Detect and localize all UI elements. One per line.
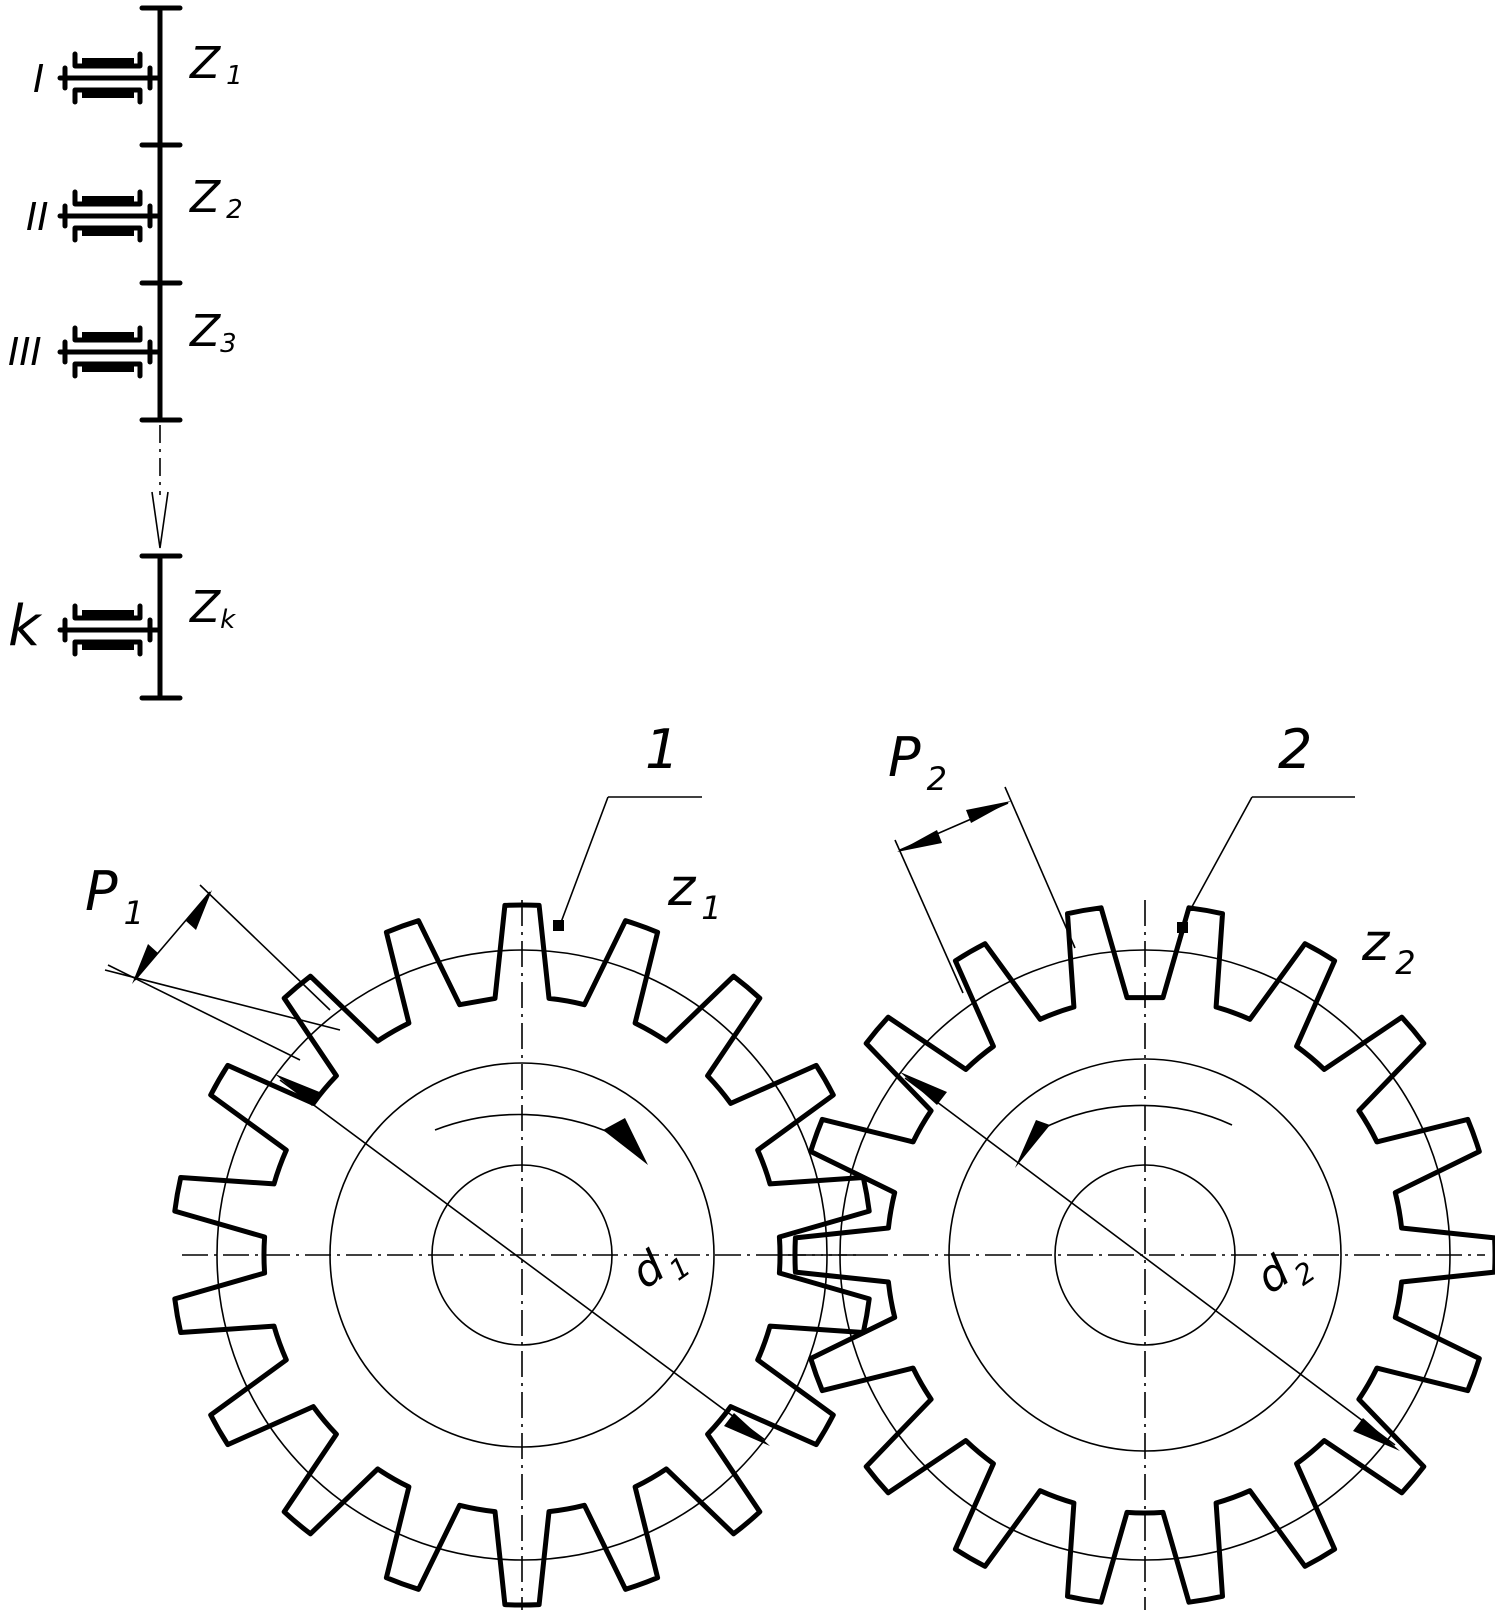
- bearing-symbol-1: [57, 189, 163, 243]
- gear-1-pitch-ext-line-a: [199, 884, 331, 1011]
- gear-1-diameter-line: [279, 1079, 766, 1441]
- shaft-label-2: II: [26, 195, 48, 239]
- bearing-top-0: [72, 51, 143, 69]
- bearing-hatch-bottom-2: [82, 366, 134, 372]
- gear-label-z3: Z3: [189, 306, 237, 359]
- gear-2-callout-dot: [1177, 922, 1188, 933]
- train-continuation-arrow: [151, 491, 169, 549]
- gear-2-pitch-arrow-b: [966, 801, 1011, 823]
- gear-1-teeth-outline: [172, 902, 872, 1608]
- gear-1-pitch-ext-line-b: [107, 964, 301, 1061]
- bearing-hatch-top-1: [82, 196, 134, 202]
- bearing-hatch-top-2: [82, 332, 134, 338]
- bearing-bottom-0: [72, 87, 143, 105]
- gear-1-rotation-arrowhead: [603, 1118, 648, 1165]
- gear-2-rotation-arc: [1039, 1104, 1233, 1131]
- gear-2-diameter-line: [904, 1077, 1396, 1446]
- shaft-label-k: k: [8, 594, 43, 659]
- bearing-symbol-3: [57, 603, 163, 657]
- bearing-bottom-2: [72, 361, 143, 379]
- gear-2-diameter-arrow-start: [900, 1072, 947, 1105]
- bearing-top-1: [72, 189, 143, 207]
- gear-2-pitch-ext-line-a: [894, 839, 964, 994]
- gear-1-diameter-label: d1: [622, 1229, 697, 1306]
- bearing-bottom-3: [72, 639, 143, 657]
- bearing-hatch-bottom-3: [82, 644, 134, 650]
- gear-2-diameter-arrow-end: [1353, 1418, 1400, 1451]
- bearing-symbol-2: [57, 325, 163, 379]
- bearing-top-2: [72, 325, 143, 343]
- bearing-hatch-top-0: [82, 58, 134, 64]
- gear-label-zk: Zk: [189, 582, 236, 635]
- gear-1-rotation-arc: [434, 1113, 616, 1136]
- bearing-symbol-0: [57, 51, 163, 105]
- gear-1-pitch-arrow-a: [132, 944, 158, 984]
- gear-1-diameter-arrow-start: [275, 1074, 322, 1106]
- gear-2-diameter-label: d2: [1247, 1234, 1322, 1311]
- bearing-hatch-top-3: [82, 610, 134, 616]
- shaft-label-3: III: [8, 330, 42, 374]
- gear-2-rotation-arrowhead: [1015, 1120, 1050, 1168]
- shaft-label-1: I: [33, 57, 44, 101]
- gear-2-pitch-arrow-a: [897, 830, 942, 852]
- gear-2-pitch-ext-line-b: [1004, 786, 1076, 949]
- gear-1-diameter-arrow-end: [724, 1413, 770, 1446]
- bearing-hatch-bottom-1: [82, 230, 134, 236]
- gear-1-callout-leader: [559, 796, 609, 926]
- gear-1-pitch-arrow-b: [186, 890, 212, 930]
- gear-2-callout-number: 2: [1278, 718, 1312, 781]
- gear-2-teeth-outline: [792, 905, 1495, 1605]
- gear-2-callout-leader: [1181, 796, 1253, 926]
- bearing-bottom-1: [72, 225, 143, 243]
- bearing-top-3: [72, 603, 143, 621]
- gear-1-callout-number: 1: [645, 718, 679, 781]
- gear-1-callout-dot: [553, 920, 564, 931]
- bearing-hatch-bottom-0: [82, 92, 134, 98]
